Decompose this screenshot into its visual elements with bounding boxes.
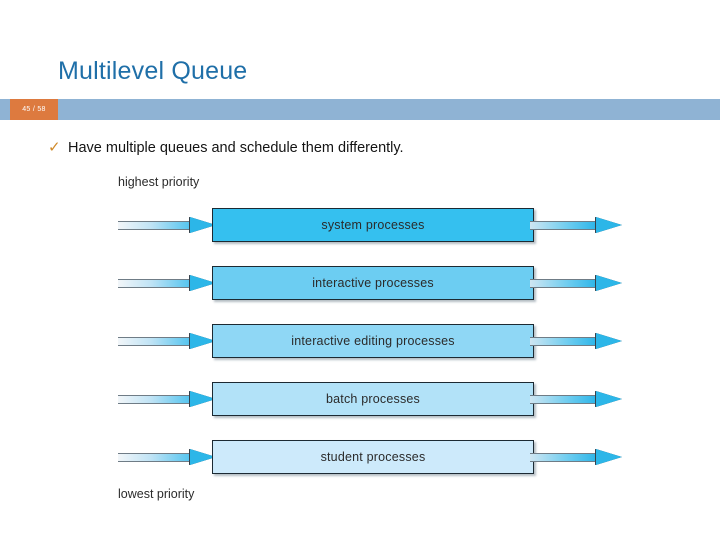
queue-box[interactable]: interactive processes <box>212 266 534 300</box>
arrow-tail <box>118 453 192 462</box>
queue-label: batch processes <box>325 392 421 406</box>
queue-label: system processes <box>321 218 425 232</box>
incoming-arrow-icon <box>118 275 216 292</box>
multilevel-queue-diagram: highest priority lowest priority system … <box>100 170 622 515</box>
arrow-head <box>190 391 216 407</box>
page-number-badge: 45 / 58 <box>10 99 58 120</box>
queue-label: student processes <box>320 450 426 464</box>
arrow-tail <box>118 395 192 404</box>
arrow-head <box>190 275 216 291</box>
highest-priority-label: highest priority <box>118 175 200 189</box>
queue-label: interactive editing processes <box>291 334 455 348</box>
queue-row: interactive editing processes <box>100 324 622 358</box>
incoming-arrow-icon <box>118 333 216 350</box>
queue-box[interactable]: interactive editing processes <box>212 324 534 358</box>
arrow-tail <box>530 395 598 404</box>
arrow-tail <box>118 279 192 288</box>
lowest-priority-label: lowest priority <box>118 487 195 501</box>
queue-box[interactable]: system processes <box>212 208 534 242</box>
arrow-tail <box>530 279 598 288</box>
arrow-tail <box>118 221 192 230</box>
arrow-head <box>596 217 622 233</box>
header-rule <box>0 99 720 120</box>
outgoing-arrow-icon <box>530 333 622 350</box>
arrow-tail <box>530 453 598 462</box>
arrow-tail <box>530 221 598 230</box>
queue-label: interactive processes <box>312 276 434 290</box>
queue-row: batch processes <box>100 382 622 416</box>
queue-box[interactable]: batch processes <box>212 382 534 416</box>
queue-row: student processes <box>100 440 622 474</box>
bullet-row: ✓ Have multiple queues and schedule them… <box>48 138 404 156</box>
incoming-arrow-icon <box>118 217 216 234</box>
outgoing-arrow-icon <box>530 391 622 408</box>
queue-row: system processes <box>100 208 622 242</box>
arrow-tail <box>530 337 598 346</box>
bullet-text: Have multiple queues and schedule them d… <box>68 140 404 156</box>
arrow-head <box>596 449 622 465</box>
queue-box[interactable]: student processes <box>212 440 534 474</box>
page-title: Multilevel Queue <box>58 57 248 85</box>
outgoing-arrow-icon <box>530 217 622 234</box>
arrow-tail <box>118 337 192 346</box>
incoming-arrow-icon <box>118 449 216 466</box>
arrow-head <box>190 217 216 233</box>
outgoing-arrow-icon <box>530 275 622 292</box>
arrow-head <box>596 275 622 291</box>
arrow-head <box>190 449 216 465</box>
arrow-head <box>190 333 216 349</box>
arrow-head <box>596 391 622 407</box>
queue-row: interactive processes <box>100 266 622 300</box>
checkmark-icon: ✓ <box>48 139 61 156</box>
outgoing-arrow-icon <box>530 449 622 466</box>
incoming-arrow-icon <box>118 391 216 408</box>
arrow-head <box>596 333 622 349</box>
